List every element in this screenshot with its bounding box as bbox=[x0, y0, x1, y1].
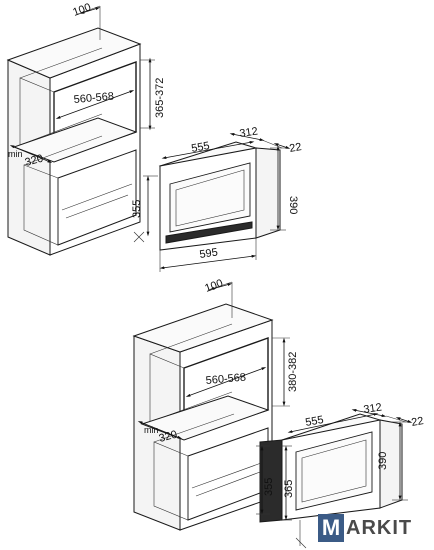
bottom-front-thickness-label: 22 bbox=[410, 415, 424, 429]
bottom-unit-depth-label: 312 bbox=[363, 402, 383, 416]
bottom-niche-width-dimension: 560-568 bbox=[185, 367, 267, 397]
niche-width-dimension: 560-568 bbox=[55, 90, 135, 119]
bottom-body-height-label: 355 bbox=[263, 478, 275, 496]
bottom-niche-width-label: 560-568 bbox=[205, 372, 246, 387]
front-width-label: 555 bbox=[190, 140, 210, 155]
niche-height-label: 365-372 bbox=[154, 78, 166, 118]
bottom-unit-height-label: 390 bbox=[377, 452, 389, 470]
top-appliance bbox=[158, 141, 281, 251]
bottom-top-clearance-label: 100 bbox=[203, 277, 224, 295]
top-cabinet bbox=[6, 27, 142, 256]
top-clearance-dimension: 100 bbox=[71, 1, 101, 40]
logo-m-box: M bbox=[318, 514, 344, 542]
bottom-body-height-2-label: 365 bbox=[283, 480, 295, 498]
bottom-niche-height-label: 380-382 bbox=[287, 352, 299, 392]
niche-depth-label: 320 bbox=[24, 153, 45, 169]
logo-text: ARKIT bbox=[346, 517, 413, 539]
top-clearance-label: 100 bbox=[71, 1, 92, 19]
niche-width-label: 560-568 bbox=[73, 91, 114, 106]
bottom-niche-depth-prefix: min bbox=[144, 425, 159, 435]
bottom-front-width-label: 555 bbox=[304, 414, 324, 429]
niche-depth-dimension: min 320 bbox=[8, 145, 53, 169]
top-appliance-dimensions: 555 312 22 390 355 595 bbox=[131, 126, 303, 272]
body-height-label: 355 bbox=[131, 200, 143, 218]
unit-depth-label: 312 bbox=[239, 126, 259, 140]
bottom-niche-depth-label: 320 bbox=[158, 429, 179, 445]
unit-width-label: 595 bbox=[199, 247, 219, 261]
markit-logo: M ARKIT bbox=[318, 512, 430, 546]
front-thickness-label: 22 bbox=[288, 141, 302, 155]
niche-height-dimension: 365-372 bbox=[140, 57, 166, 131]
unit-height-label: 390 bbox=[287, 196, 299, 214]
bottom-appliance-dimensions: 555 312 22 390 355 365 bbox=[256, 402, 425, 549]
bottom-cabinet bbox=[132, 303, 274, 531]
niche-depth-prefix: min bbox=[8, 149, 23, 159]
bottom-niche-height-dimension: 380-382 bbox=[272, 337, 299, 407]
bottom-niche-depth-dimension: min 320 bbox=[137, 421, 183, 445]
bottom-top-clearance-dimension: 100 bbox=[203, 277, 233, 318]
